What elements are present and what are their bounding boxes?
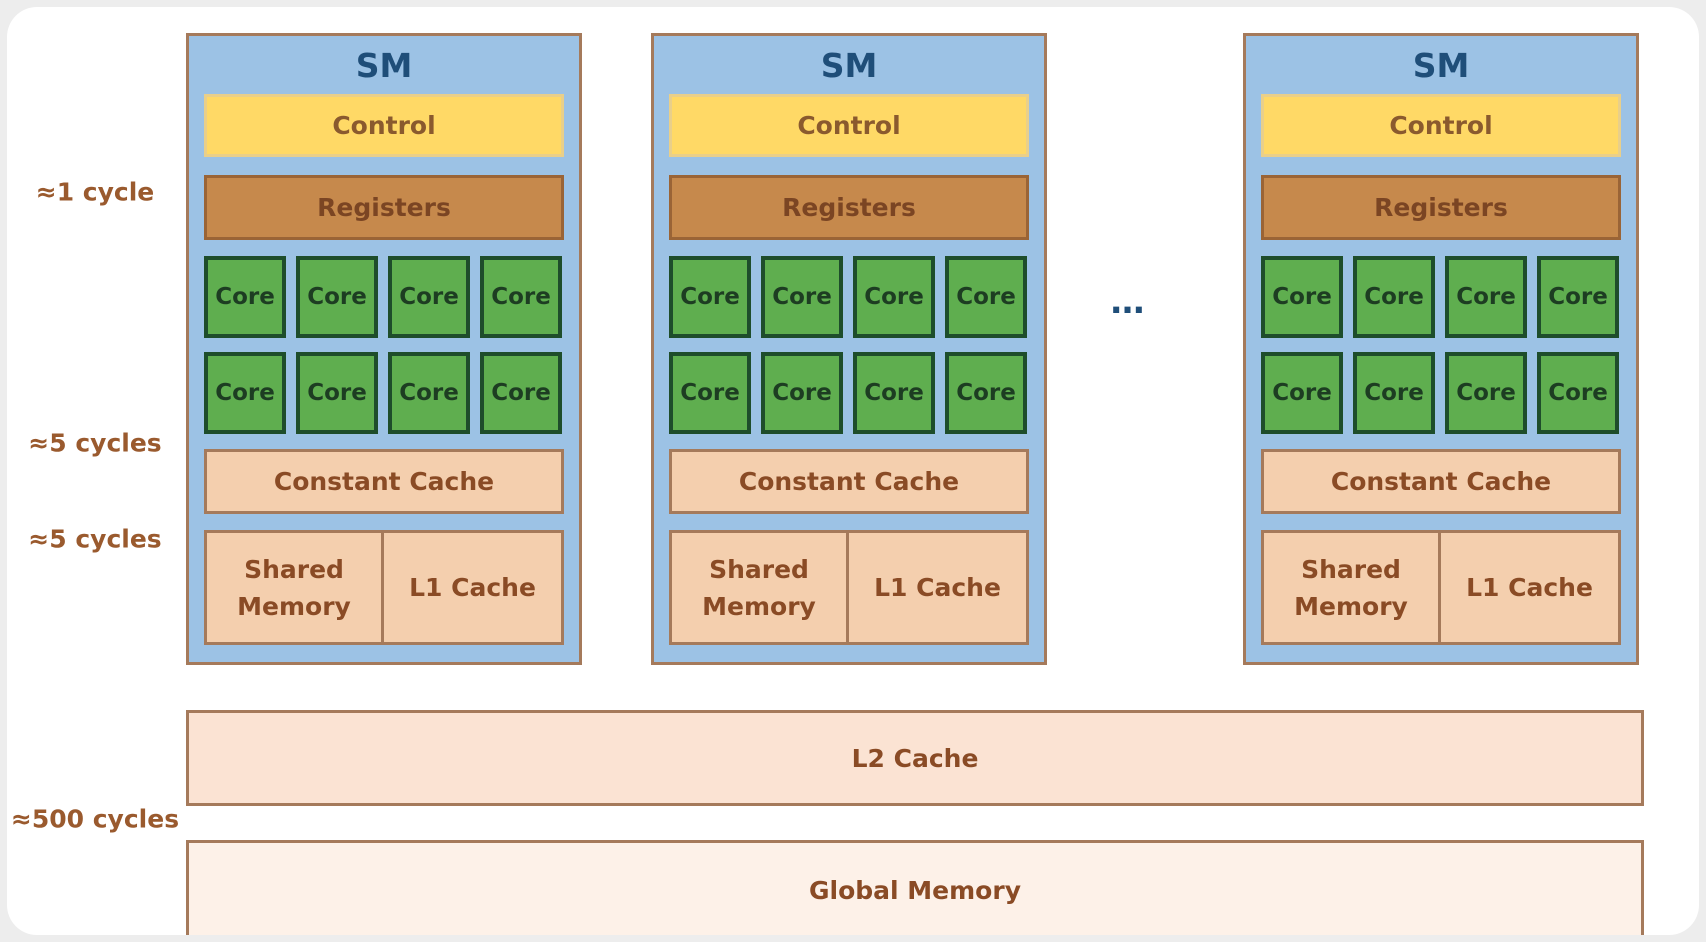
core: Core <box>1353 256 1435 338</box>
latency-label-shared-l1: ≈5 cycles <box>28 524 162 554</box>
global-memory-block: Global Memory <box>186 840 1644 935</box>
core: Core <box>388 352 470 434</box>
more-sms-ellipsis: … <box>1110 282 1146 322</box>
sm-block-1: SM Control Registers Core Core Core Core… <box>186 33 582 665</box>
core: Core <box>669 256 751 338</box>
shared-memory-block: Shared Memory <box>669 530 849 645</box>
core-grid: Core Core Core Core Core Core Core Core <box>669 256 1029 436</box>
constant-cache-block: Constant Cache <box>1261 449 1621 514</box>
sm-block-3: SM Control Registers Core Core Core Core… <box>1243 33 1639 665</box>
registers-block: Registers <box>204 175 564 240</box>
constant-cache-block: Constant Cache <box>204 449 564 514</box>
core: Core <box>480 256 562 338</box>
core: Core <box>945 256 1027 338</box>
sm-block-2: SM Control Registers Core Core Core Core… <box>651 33 1047 665</box>
core: Core <box>761 256 843 338</box>
shared-memory-label-line2: Memory <box>1294 591 1408 621</box>
core: Core <box>1445 352 1527 434</box>
constant-cache-block: Constant Cache <box>669 449 1029 514</box>
latency-label-constant-cache: ≈5 cycles <box>28 428 162 458</box>
shared-memory-label-line1: Shared <box>244 554 344 584</box>
core-grid: Core Core Core Core Core Core Core Core <box>204 256 564 436</box>
core: Core <box>480 352 562 434</box>
core: Core <box>761 352 843 434</box>
l1-cache-block: L1 Cache <box>1438 530 1621 645</box>
latency-label-global: ≈500 cycles <box>10 804 180 834</box>
gpu-memory-hierarchy-diagram: ≈1 cycle ≈5 cycles ≈5 cycles ≈500 cycles… <box>7 7 1699 935</box>
sm-title: SM <box>820 46 878 85</box>
registers-block: Registers <box>669 175 1029 240</box>
control-block: Control <box>204 94 564 157</box>
core: Core <box>853 256 935 338</box>
core: Core <box>669 352 751 434</box>
shared-memory-label-line2: Memory <box>237 591 351 621</box>
core: Core <box>1353 352 1435 434</box>
shared-memory-block: Shared Memory <box>204 530 384 645</box>
core: Core <box>1537 256 1619 338</box>
l1-cache-block: L1 Cache <box>381 530 564 645</box>
core: Core <box>1261 352 1343 434</box>
l2-cache-block: L2 Cache <box>186 710 1644 806</box>
core: Core <box>296 352 378 434</box>
l1-cache-block: L1 Cache <box>846 530 1029 645</box>
sm-title: SM <box>1412 46 1470 85</box>
core: Core <box>853 352 935 434</box>
shared-memory-label-line1: Shared <box>1301 554 1401 584</box>
core-grid: Core Core Core Core Core Core Core Core <box>1261 256 1621 436</box>
shared-memory-label-line2: Memory <box>702 591 816 621</box>
core: Core <box>945 352 1027 434</box>
sm-title: SM <box>355 46 413 85</box>
shared-memory-label-line1: Shared <box>709 554 809 584</box>
core: Core <box>1445 256 1527 338</box>
core: Core <box>204 352 286 434</box>
control-block: Control <box>669 94 1029 157</box>
core: Core <box>388 256 470 338</box>
core: Core <box>1261 256 1343 338</box>
registers-block: Registers <box>1261 175 1621 240</box>
core: Core <box>296 256 378 338</box>
shared-memory-block: Shared Memory <box>1261 530 1441 645</box>
latency-label-registers: ≈1 cycle <box>35 177 155 207</box>
control-block: Control <box>1261 94 1621 157</box>
core: Core <box>1537 352 1619 434</box>
core: Core <box>204 256 286 338</box>
